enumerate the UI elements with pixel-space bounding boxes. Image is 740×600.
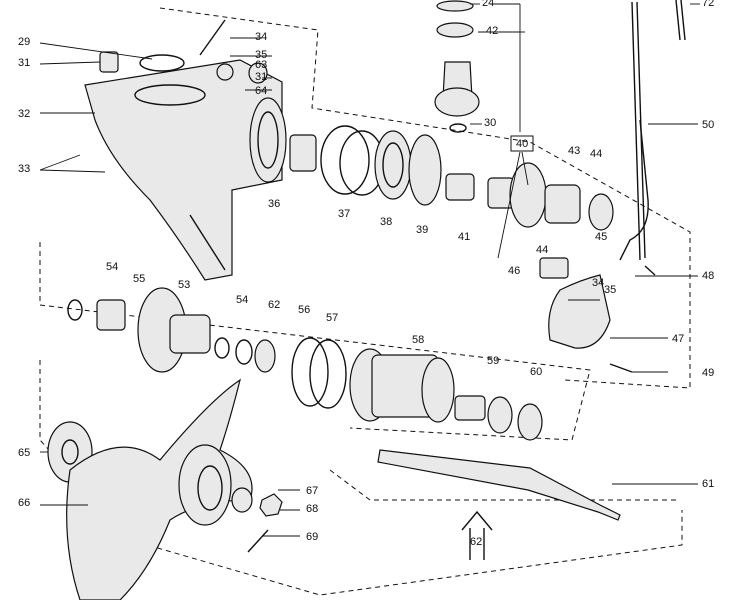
label-40-box [510, 135, 534, 152]
gearcase-housing-part [84, 59, 287, 281]
part-label-40: 40 [516, 138, 528, 150]
part-label-31: 31 [18, 57, 30, 69]
part-label-50: 50 [702, 119, 714, 131]
part-label-45: 45 [595, 231, 607, 243]
part-label-72: 72 [702, 0, 714, 9]
part-label-35: 35 [604, 284, 616, 296]
part-label-57: 57 [326, 312, 338, 324]
part-label-59: 59 [487, 355, 499, 367]
part-label-54: 54 [106, 261, 118, 273]
part-label-34: 34 [592, 277, 604, 289]
propeller-shaft-part [377, 449, 621, 560]
part-label-30: 30 [484, 117, 496, 129]
part-label-46: 46 [508, 265, 520, 277]
part-label-42: 42 [486, 25, 498, 37]
part-label-58: 58 [412, 334, 424, 346]
part-label-33: 33 [18, 163, 30, 175]
part-label-31: 31 [255, 71, 267, 83]
part-label-34: 34 [255, 31, 267, 43]
upper-small-parts [99, 0, 480, 133]
part-label-56: 56 [298, 304, 310, 316]
part-label-68: 68 [306, 503, 318, 515]
part-label-35: 35 [255, 49, 267, 61]
part-label-43: 43 [568, 145, 580, 157]
part-label-49: 49 [702, 367, 714, 379]
part-label-63: 63 [255, 59, 267, 71]
part-label-62: 62 [470, 536, 482, 548]
part-label-69: 69 [306, 531, 318, 543]
part-label-44: 44 [536, 244, 548, 256]
part-label-29: 29 [18, 36, 30, 48]
part-label-39: 39 [416, 224, 428, 236]
upper-gear-train [289, 125, 614, 231]
part-label-32: 32 [18, 108, 30, 120]
propeller-part [47, 378, 283, 600]
leader-lines [39, 3, 700, 537]
part-label-62: 62 [268, 299, 280, 311]
part-label-44: 44 [590, 148, 602, 160]
part-label-53: 53 [178, 279, 190, 291]
part-label-61: 61 [702, 478, 714, 490]
part-label-67: 67 [306, 485, 318, 497]
part-label-41: 41 [458, 231, 470, 243]
part-label-55: 55 [133, 273, 145, 285]
part-label-54: 54 [236, 294, 248, 306]
part-label-60: 60 [530, 366, 542, 378]
part-label-24: 24 [482, 0, 494, 9]
shift-rod-part [619, 0, 686, 261]
shift-fork-part [539, 257, 656, 373]
part-label-66: 66 [18, 497, 30, 509]
part-label-48: 48 [702, 270, 714, 282]
part-label-64: 64 [255, 85, 267, 97]
middle-boundary [39, 242, 591, 441]
part-label-38: 38 [380, 216, 392, 228]
middle-row-parts [67, 287, 543, 441]
part-label-65: 65 [18, 447, 30, 459]
part-label-37: 37 [338, 208, 350, 220]
part-label-47: 47 [672, 333, 684, 345]
lower-boundary [39, 360, 683, 596]
part-label-36: 36 [268, 198, 280, 210]
